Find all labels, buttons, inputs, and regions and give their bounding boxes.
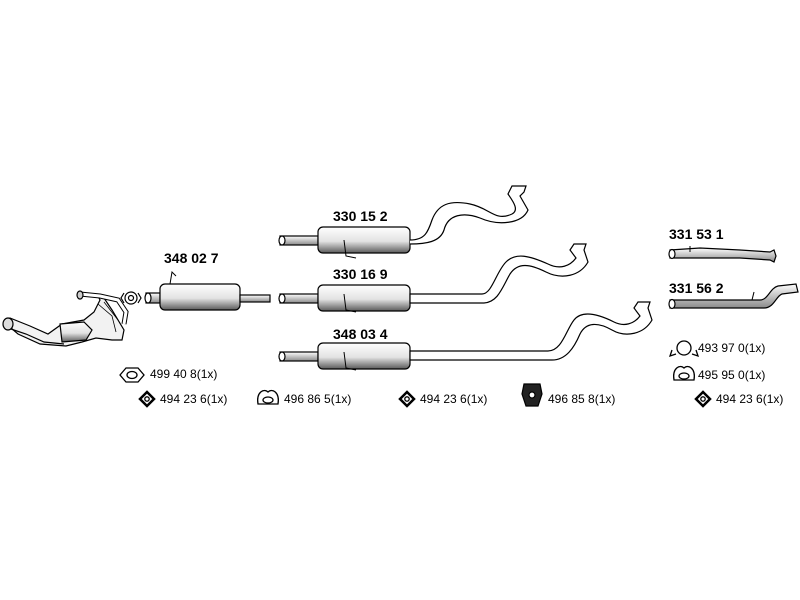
rear-muffler-330-16-9[interactable] — [278, 243, 589, 313]
ring-clamp-icon — [668, 340, 700, 358]
rear-muffler-330-15-2[interactable] — [278, 185, 529, 259]
tail-pipe-331-56-2[interactable] — [668, 283, 799, 310]
clamp-icon — [398, 390, 416, 408]
accessory-label: 494 23 6(1x) — [420, 392, 488, 406]
accessory-label: 495 95 0(1x) — [698, 368, 766, 382]
clamp-icon — [138, 390, 156, 408]
accessory-label: 493 97 0(1x) — [698, 341, 766, 355]
accessory-label: 496 85 8(1x) — [548, 392, 616, 406]
tail-pipe-331-53-1[interactable] — [668, 246, 777, 263]
part-number-label: 330 16 9 — [333, 266, 388, 282]
accessory-label: 496 86 5(1x) — [284, 392, 352, 406]
rubber-mount-icon — [521, 383, 543, 407]
flange-connector — [120, 291, 142, 305]
accessory-label: 494 23 6(1x) — [160, 392, 228, 406]
part-number-label: 331 53 1 — [669, 226, 724, 242]
part-number-label: 348 03 4 — [333, 326, 388, 342]
rubber-ring-icon — [257, 389, 279, 405]
part-number-label: 331 56 2 — [669, 280, 724, 296]
accessory-label: 494 23 6(1x) — [716, 392, 784, 406]
accessory-label: 499 40 8(1x) — [150, 367, 218, 381]
gasket-icon — [119, 367, 145, 383]
part-number-label: 348 02 7 — [164, 250, 219, 266]
front-muffler[interactable] — [144, 270, 271, 311]
part-number-label: 330 15 2 — [333, 208, 388, 224]
catalytic-converter[interactable] — [2, 290, 129, 347]
rear-muffler-348-03-4[interactable] — [278, 301, 653, 371]
clamp-icon — [694, 390, 712, 408]
rubber-ring-icon — [673, 365, 695, 381]
